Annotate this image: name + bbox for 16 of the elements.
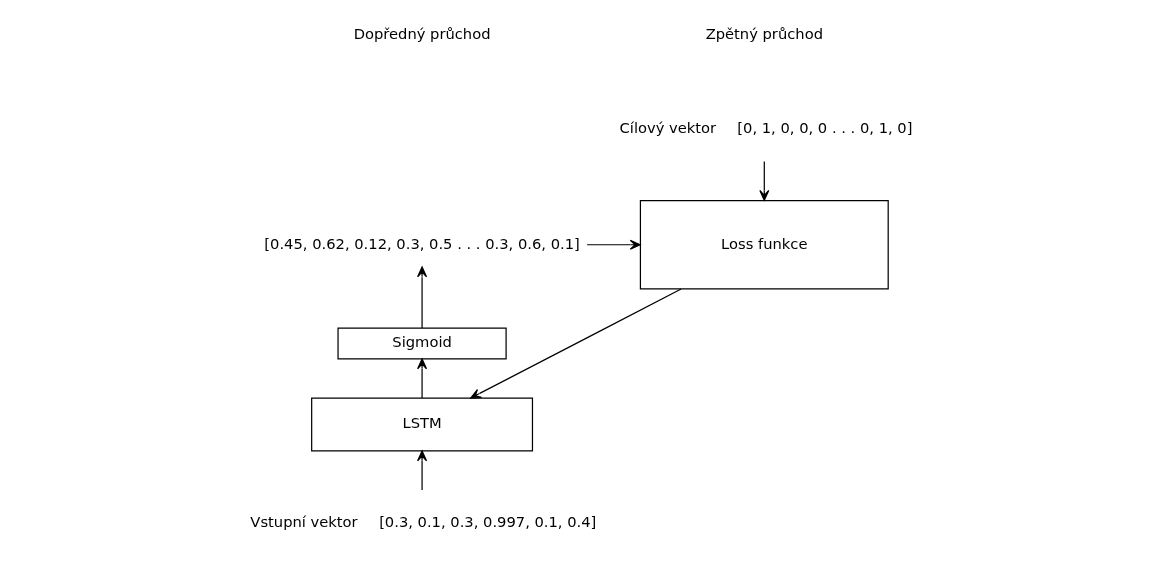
arrow	[416, 266, 427, 329]
label: Dopředný průchod	[353, 24, 491, 42]
arrow	[416, 358, 427, 399]
node-label: Cílový vektor	[619, 119, 716, 137]
node-text: [0, 1, 0, 0, 0 . . . 0, 1, 0]	[736, 119, 912, 137]
label: Zpětný průchod	[705, 24, 823, 42]
node-box: Sigmoid	[336, 327, 507, 360]
arrow	[758, 160, 769, 201]
node-text: [0.45, 0.62, 0.12, 0.3, 0.5 . . . 0.3, 0.6, 0.1]	[263, 234, 580, 252]
node-label: Vstupní vektor	[249, 512, 358, 530]
node-box: LSTM	[310, 397, 533, 452]
arrow	[416, 450, 427, 491]
node-box: Loss funkce	[639, 199, 889, 290]
arrow	[469, 288, 682, 399]
node-text: [0.3, 0.1, 0.3, 0.997, 0.1, 0.4]	[378, 512, 596, 530]
arrow	[586, 239, 641, 250]
